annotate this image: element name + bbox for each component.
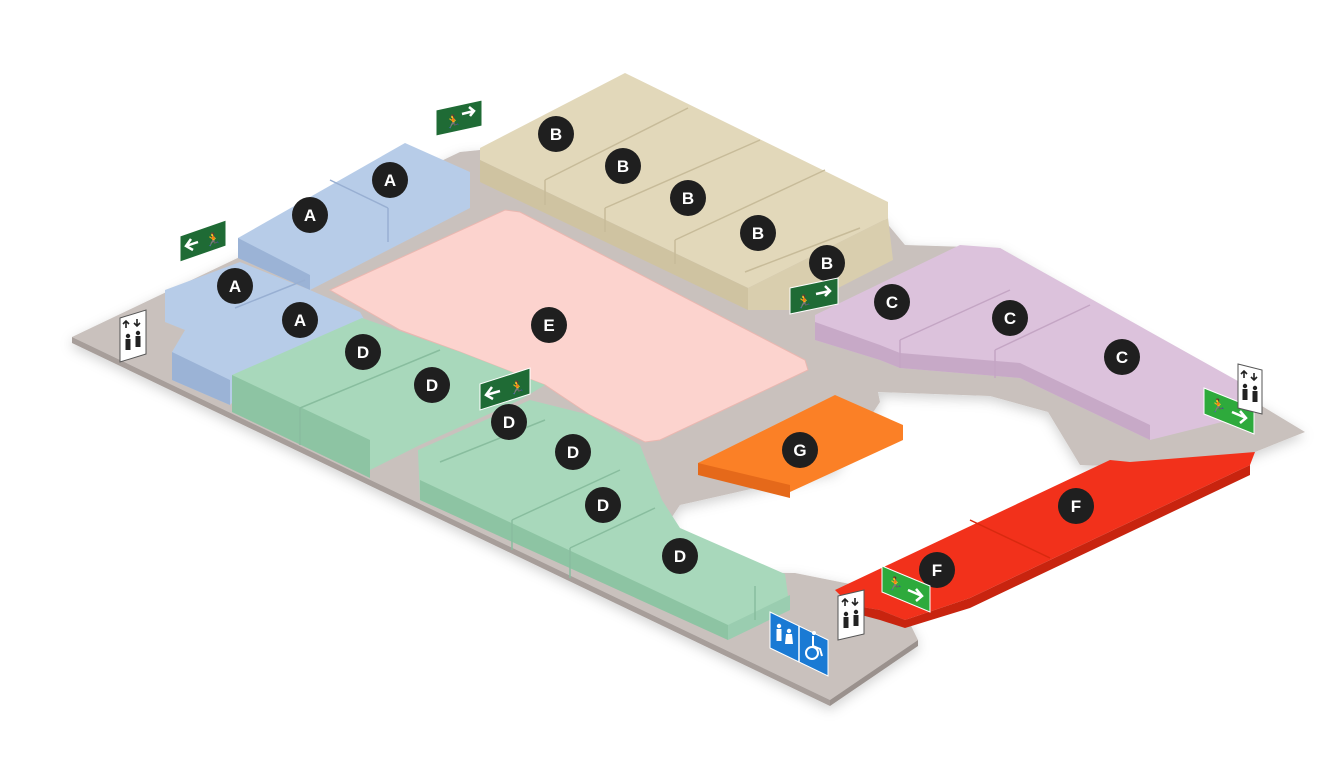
zone-c-marker[interactable]: C [992,300,1028,336]
zone-d-marker[interactable]: D [585,487,621,523]
zone-d-marker[interactable]: D [662,538,698,574]
svg-text:D: D [503,413,515,432]
zone-c-marker[interactable]: C [1104,339,1140,375]
svg-text:C: C [1004,309,1016,328]
emergency-exit-icon[interactable]: 🏃 [435,99,483,137]
zone-b-marker[interactable]: B [740,215,776,251]
svg-text:A: A [384,171,396,190]
svg-text:🏃: 🏃 [205,232,221,248]
elevator-icon[interactable] [119,309,147,363]
svg-text:C: C [886,293,898,312]
svg-text:🏃: 🏃 [509,380,525,396]
svg-text:🏃: 🏃 [887,576,903,592]
restroom-sign[interactable] [769,611,829,677]
svg-text:D: D [567,443,579,462]
emergency-exit-icon[interactable]: 🏃 [881,565,931,613]
zone-c-marker[interactable]: C [874,284,910,320]
svg-text:🏃: 🏃 [1210,398,1226,414]
emergency-exit-icon[interactable]: 🏃 [1203,387,1255,435]
zone-b-marker[interactable]: B [670,180,706,216]
zone-b-marker[interactable]: B [538,116,574,152]
svg-text:A: A [304,206,316,225]
svg-text:A: A [294,311,306,330]
svg-text:D: D [597,496,609,515]
wheelchair-icon [805,631,823,660]
zone-markers: A A A A B B B B B C C C D D D D D D E G … [217,116,1140,588]
svg-text:B: B [821,254,833,273]
svg-text:D: D [426,376,438,395]
svg-text:D: D [357,343,369,362]
svg-text:E: E [543,316,554,335]
zone-f-marker[interactable]: F [919,552,955,588]
zone-d-marker[interactable]: D [345,334,381,370]
zone-d-dividers [299,349,756,620]
zone-c[interactable] [815,245,1250,440]
zone-b-marker[interactable]: B [809,245,845,281]
toilet-icon [776,623,793,644]
emergency-exit-icon[interactable]: 🏃 [479,367,531,411]
zone-f[interactable] [835,452,1255,628]
svg-text:B: B [550,125,562,144]
zone-a[interactable] [165,143,470,405]
svg-text:A: A [229,277,241,296]
svg-text:D: D [674,547,686,566]
zone-a-marker[interactable]: A [282,302,318,338]
zone-a-marker[interactable]: A [292,197,328,233]
exit-signs: 🏃 🏃 🏃 🏃 🏃 🏃 [179,99,1255,613]
elevator-icon[interactable] [837,589,865,641]
zone-b-marker[interactable]: B [605,148,641,184]
zone-g-marker[interactable]: G [782,432,818,468]
emergency-exit-icon[interactable]: 🏃 [789,277,839,315]
elevator-icon[interactable] [1237,363,1263,415]
svg-text:G: G [793,441,806,460]
svg-text:B: B [752,224,764,243]
svg-text:B: B [617,157,629,176]
svg-text:F: F [932,561,942,580]
zone-d-marker[interactable]: D [414,367,450,403]
zone-d-marker[interactable]: D [555,434,591,470]
zone-a-dividers [234,179,389,309]
svg-text:F: F [1071,497,1081,516]
svg-text:B: B [682,189,694,208]
svg-text:🏃: 🏃 [796,294,812,310]
emergency-exit-icon[interactable]: 🏃 [179,219,227,263]
zone-c-dividers [899,289,1091,378]
zone-a-marker[interactable]: A [217,268,253,304]
svg-text:C: C [1116,348,1128,367]
zone-d-marker[interactable]: D [491,404,527,440]
zone-e[interactable] [328,209,809,443]
svg-text:🏃: 🏃 [445,114,461,130]
elevator-signs [119,309,1263,641]
zone-a-marker[interactable]: A [372,162,408,198]
zone-f-marker[interactable]: F [1058,488,1094,524]
zone-b-dividers [544,107,861,273]
zone-e-marker[interactable]: E [531,307,567,343]
